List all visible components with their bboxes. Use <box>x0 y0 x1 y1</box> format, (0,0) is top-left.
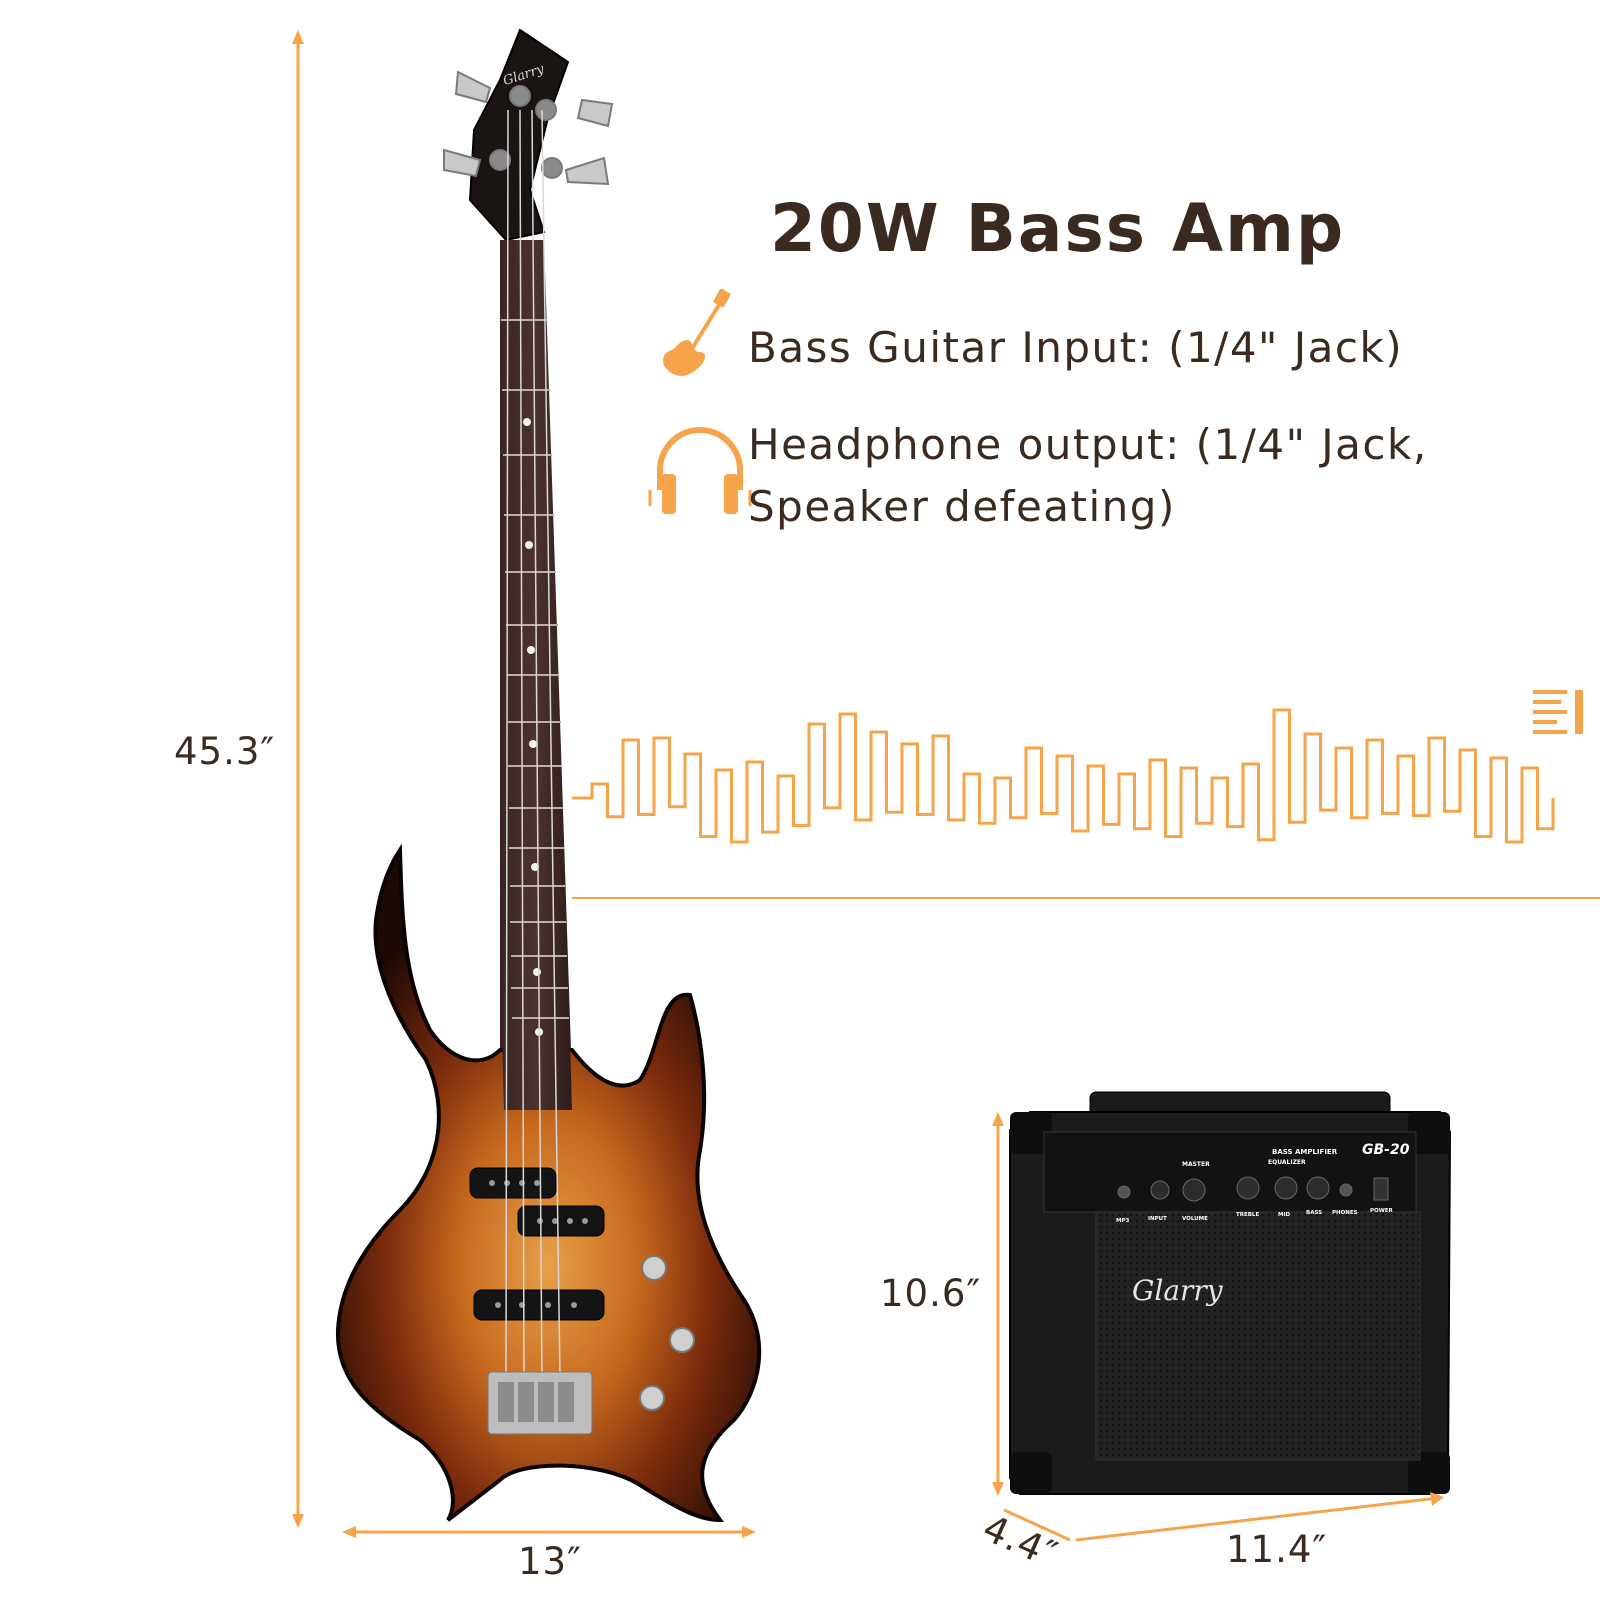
headphones-icon <box>648 427 752 514</box>
feature-headphone-line2: Speaker defeating) <box>748 482 1176 531</box>
guitar-width-label: 13″ <box>518 1540 582 1583</box>
feature-headphone-output: Headphone output: (1/4" Jack, Speaker de… <box>748 414 1428 538</box>
amp-label-mid: MID <box>1278 1212 1291 1218</box>
amp-width-dimension-line <box>1075 1492 1444 1542</box>
bass-guitar-icon <box>663 288 731 376</box>
guitar-width-dimension-line <box>342 1526 756 1538</box>
sound-waveform-graphic <box>572 708 1600 899</box>
amp-label-power: POWER <box>1370 1208 1394 1214</box>
feature-headphone-line1: Headphone output: (1/4" Jack, <box>748 420 1428 469</box>
guitar-strings <box>505 109 561 1381</box>
amp-master-label: MASTER <box>1182 1161 1210 1168</box>
amp-control-panel <box>1043 1131 1417 1213</box>
page-title: 20W Bass Amp <box>770 190 1346 267</box>
amp-height-dimension-line <box>992 1112 1004 1496</box>
amp-label-input: INPUT <box>1148 1216 1167 1222</box>
amp-panel-title: BASS AMPLIFIER <box>1272 1148 1338 1156</box>
waveform-edge-mark <box>1533 690 1583 734</box>
feature-bass-input: Bass Guitar Input: (1/4" Jack) <box>748 323 1404 372</box>
amp-height-label: 10.6″ <box>880 1272 982 1315</box>
guitar-bridge <box>487 1371 593 1435</box>
guitar-knobs <box>639 1255 695 1411</box>
amp-width-label: 11.4″ <box>1226 1528 1328 1571</box>
amplifier-image: GB-20 BASS AMPLIFIER EQUALIZER MASTER MP… <box>1009 1091 1452 1495</box>
amp-depth-dimension-line <box>1003 1508 1071 1542</box>
tuning-pegs <box>443 70 614 186</box>
bass-guitar-image: Glarry <box>335 28 762 1523</box>
amp-logo: Glarry <box>1132 1274 1224 1307</box>
guitar-height-label: 45.3″ <box>174 730 276 773</box>
amp-model-label: GB-20 <box>1362 1142 1410 1158</box>
amp-label-volume: VOLUME <box>1182 1216 1208 1222</box>
amp-label-bass: BASS <box>1306 1210 1322 1216</box>
amp-label-treble: TREBLE <box>1236 1212 1259 1218</box>
guitar-headstock <box>468 28 570 242</box>
amp-label-phones: PHONES <box>1332 1210 1358 1216</box>
amp-equalizer-label: EQUALIZER <box>1268 1159 1306 1166</box>
amp-label-mp3: MP3 <box>1116 1218 1130 1224</box>
amp-control-labels: MP3 INPUT VOLUME TREBLE MID BASS PHONES … <box>1116 1208 1394 1224</box>
amp-speaker-grill <box>1095 1211 1421 1461</box>
guitar-height-dimension-line <box>292 30 304 1528</box>
amp-knobs <box>1117 1176 1389 1202</box>
